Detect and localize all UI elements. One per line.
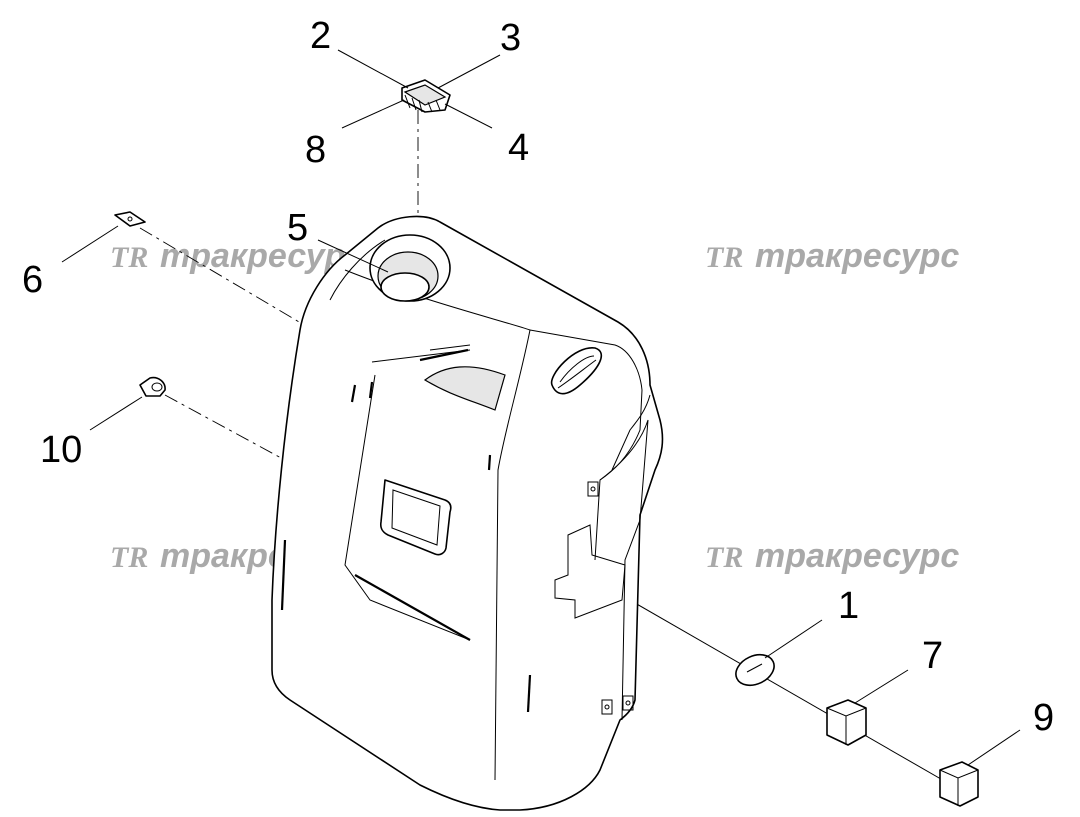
cap-top [403,84,447,106]
callout-2: 2 [310,15,331,57]
part-block-9 [939,761,979,807]
front-panel-outline [344,374,471,641]
leader-5 [317,239,389,273]
leader-1 [764,619,823,659]
mount-bolt-hole [625,700,631,706]
watermark-top-left: TR тракресурс [110,237,364,275]
tank-label-plate [554,524,626,619]
axis-labels [594,579,961,791]
watermark-text: тракресурс [755,537,959,575]
detail-stroke [280,539,287,611]
block-body [939,761,979,807]
leader-6 [61,225,119,263]
part-plate-1 [735,653,775,687]
mount-bolt-hole [590,486,596,492]
clamp-hole [151,382,163,392]
mount-bolt-hole [604,704,610,710]
detail-stroke [419,348,469,362]
mount-bolt [601,699,613,715]
watermark-bottom-right: TR тракресурс [705,537,959,575]
tank-top-ridge [329,239,386,301]
watermark-logo: TR [705,241,743,274]
tank-side-rail-2 [611,394,651,471]
callout-5: 5 [287,207,308,249]
watermark-logo: TR [110,241,148,274]
tank-outline [271,215,664,811]
callout-10: 10 [40,429,82,471]
mount-bolt [587,481,599,497]
part-cap [401,79,451,113]
callout-4: 4 [508,127,529,169]
cap-ribs [404,94,441,113]
callout-1: 1 [838,585,859,627]
block-edges [939,769,979,806]
shoulder-slot-inner [557,355,597,389]
callout-7: 7 [922,635,943,677]
sight-window-glass [391,489,441,546]
clamp-body [139,376,166,397]
plate-slot [746,663,763,673]
leader-9 [967,729,1021,766]
tank-side-rail [599,419,649,721]
callout-6: 6 [22,259,43,301]
filler-neck-bore [380,272,430,302]
tank-body [271,215,664,811]
leader-7 [854,669,909,704]
callout-9: 9 [1033,697,1054,739]
part-clip-6 [114,211,146,227]
watermark-top-right: TR тракресурс [705,237,959,275]
detail-stroke [487,454,492,471]
leader-lines [61,49,1021,766]
clip-body [114,211,146,227]
clip-hole [127,216,133,222]
leader-2 [337,49,409,89]
shoulder-slot-outer [550,347,603,395]
plate-body [735,653,775,687]
top-recess [423,366,506,411]
sight-window-frame [379,479,452,556]
leader-10 [89,396,143,431]
part-block-7 [826,699,867,746]
detail-stroke [526,674,532,713]
watermark-text: тракресурс [755,237,959,275]
callout-labels: 2 3 4 8 5 6 10 1 7 9 [22,15,1054,739]
callout-3: 3 [500,17,521,59]
watermark-logo: TR [705,541,743,574]
block-edges [826,707,867,745]
detail-stroke [368,381,374,399]
mount-bolt [622,695,634,711]
detail-stroke [354,574,471,641]
detail-stroke [350,384,357,403]
part-clamp-10 [139,376,166,397]
leader-3 [437,54,501,89]
callout-8: 8 [305,129,326,171]
watermark-logo: TR [110,541,148,574]
leader-8 [341,99,405,129]
leader-4 [444,103,493,129]
